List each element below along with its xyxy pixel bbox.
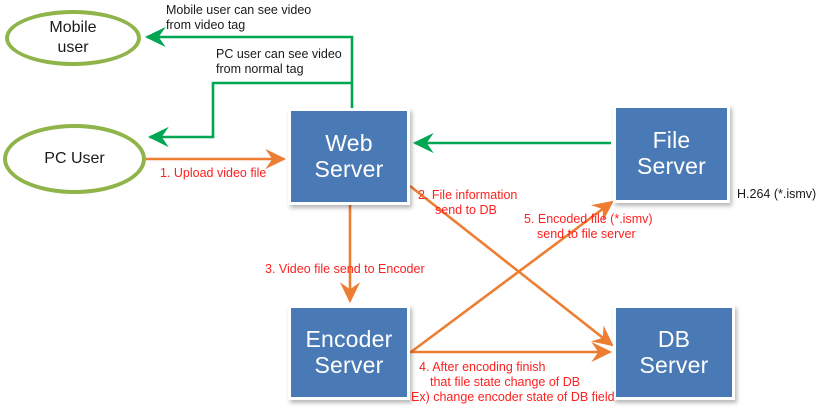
- label-codec-note: H.264 (*.ismv): [737, 187, 817, 201]
- node-web-server-line2: Server: [314, 155, 384, 182]
- label-pc-tag-line1: PC user can see video: [216, 47, 342, 61]
- label-step1: 1. Upload video file: [160, 166, 267, 180]
- node-encoder-server[interactable]: Encoder Server: [288, 305, 410, 400]
- label-step4-line1: 4. After encoding finish: [419, 360, 546, 374]
- actor-pc-user-line1: PC User: [44, 150, 105, 167]
- label-step2-line2: send to DB: [435, 203, 497, 217]
- flow-web-to-db: [409, 184, 614, 347]
- label-step4-line3: Ex) change encoder state of DB field: [411, 390, 615, 404]
- label-step5-line1: 5. Encoded file (*.ismv): [524, 212, 653, 226]
- node-file-server-line1: File: [652, 127, 691, 154]
- label-mobile-tag-line1: Mobile user can see video: [166, 3, 312, 17]
- node-web-server[interactable]: Web Server: [288, 108, 410, 205]
- node-encoder-server-line1: Encoder: [305, 325, 393, 352]
- node-file-server[interactable]: File Server: [613, 105, 730, 203]
- label-step2-line1: 2. File information: [418, 188, 518, 202]
- label-pc-tag-line2: from normal tag: [216, 62, 304, 76]
- label-step4-line2: that file state change of DB: [430, 375, 581, 389]
- node-db-server-line1: DB: [657, 325, 691, 352]
- actor-pc-user[interactable]: PC User: [3, 124, 146, 194]
- label-step5-line2: send to file server: [537, 227, 636, 241]
- node-web-server-line1: Web: [325, 129, 373, 156]
- actor-mobile-user-line2: user: [57, 39, 89, 56]
- flow-web-to-mobile: [144, 26, 354, 108]
- flow-web-to-pc: [147, 81, 352, 148]
- node-db-server-line2: Server: [639, 351, 709, 378]
- node-db-server[interactable]: DB Server: [613, 305, 735, 400]
- node-file-server-line2: Server: [637, 153, 706, 179]
- label-mobile-tag-line2: from video tag: [166, 18, 246, 32]
- node-encoder-server-line2: Server: [314, 351, 384, 378]
- label-step3: 3. Video file send to Encoder: [265, 262, 425, 276]
- actor-mobile-user-line1: Mobile: [49, 19, 97, 36]
- actor-mobile-user[interactable]: Mobile user: [5, 10, 141, 66]
- flow-encoder-to-file: [410, 200, 614, 354]
